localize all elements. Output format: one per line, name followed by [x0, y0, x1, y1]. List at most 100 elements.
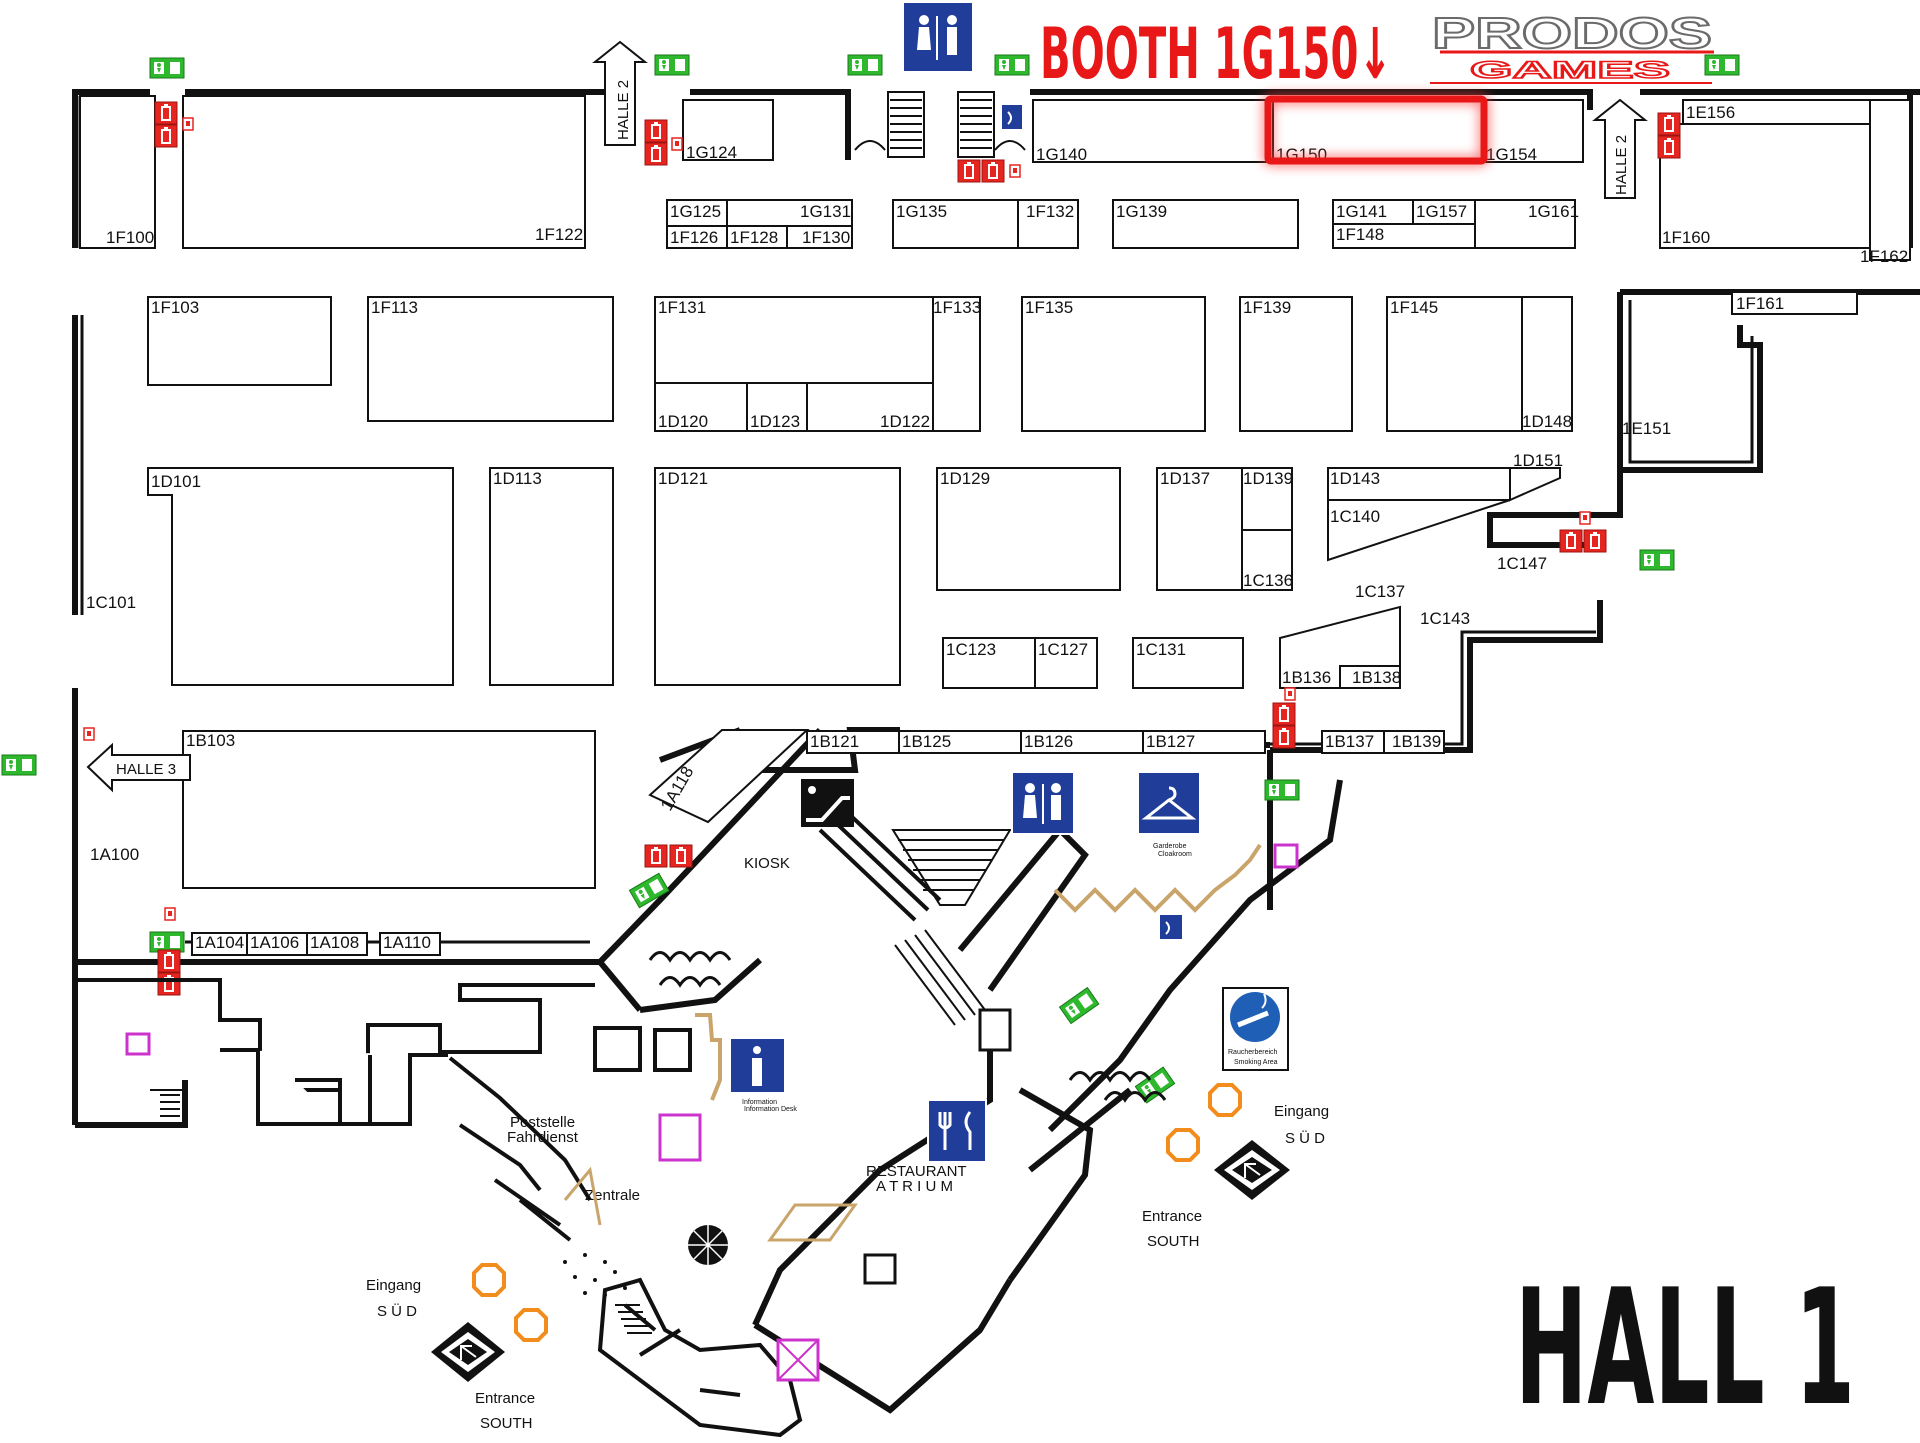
stairs-diagonal — [891, 829, 1012, 906]
booth-1D120[interactable]: 1D120 — [654, 382, 748, 432]
booth-1D137[interactable]: 1D137 — [1156, 467, 1243, 591]
booth-1A106[interactable]: 1A106 — [246, 932, 308, 956]
booth-1F128[interactable]: 1F128 — [726, 225, 788, 249]
booth-1A104[interactable]: 1A104 — [191, 932, 248, 956]
booth-1D139[interactable]: 1D139 — [1241, 467, 1293, 531]
booth-1C127[interactable]: 1C127 — [1034, 637, 1098, 689]
svg-text:Garderobe: Garderobe — [1153, 843, 1187, 850]
booth-1C136[interactable]: 1C136 — [1241, 529, 1293, 591]
exit-sign-icon — [1, 754, 37, 776]
svg-text:1D143: 1D143 — [1330, 469, 1380, 488]
booth-1C137[interactable]: 1C137 — [1355, 582, 1405, 601]
svg-text:1B139: 1B139 — [1392, 732, 1441, 751]
booth-1F130[interactable]: 1F130 — [786, 225, 853, 249]
booth-1D113[interactable]: 1D113 — [489, 467, 614, 686]
booth-1B103[interactable]: 1B103 — [182, 730, 596, 889]
booth-1D121[interactable]: 1D121 — [654, 467, 901, 686]
queue-line — [1053, 843, 1262, 913]
booth-1D101[interactable]: 1D101 — [147, 467, 454, 686]
svg-text:1F103: 1F103 — [151, 298, 199, 317]
booth-1G135[interactable]: 1G135 — [892, 199, 1019, 249]
booth-1E151[interactable]: 1E151 — [1622, 300, 1680, 438]
svg-text:1C143: 1C143 — [1420, 609, 1470, 628]
booth-1C143[interactable]: 1C143 — [1420, 609, 1470, 628]
booth-1A100[interactable]: 1A100 — [90, 845, 139, 864]
svg-text:1G124: 1G124 — [686, 143, 737, 162]
eingang-left: Eingang — [366, 1277, 421, 1294]
booth-1G150[interactable]: 1G150 — [1272, 99, 1484, 164]
booth-1B127[interactable]: 1B127 — [1142, 730, 1266, 754]
booth-1B139[interactable]: 1B139 — [1383, 730, 1445, 754]
booth-1C123[interactable]: 1C123 — [942, 637, 1036, 689]
booth-1B125[interactable]: 1B125 — [898, 730, 1022, 754]
booth-1F132[interactable]: 1F132 — [1017, 199, 1079, 249]
svg-text:1C137: 1C137 — [1355, 582, 1405, 601]
booth-1B126[interactable]: 1B126 — [1020, 730, 1144, 754]
svg-text:1A104: 1A104 — [195, 933, 244, 952]
fire-extinguisher-icon — [1559, 529, 1583, 553]
booth-1F139[interactable]: 1F139 — [1239, 296, 1353, 432]
booth-1G124[interactable]: 1G124 — [682, 99, 774, 162]
booth-1F161[interactable]: 1F161 — [1731, 291, 1858, 315]
booth-1F131[interactable]: 1F131 — [654, 296, 934, 384]
booth-1C147[interactable]: 1C147 — [1445, 545, 1600, 600]
booth-1D143[interactable]: 1D143 — [1327, 467, 1527, 501]
booth-1G139[interactable]: 1G139 — [1112, 199, 1299, 249]
entrance-doors-left — [563, 1253, 627, 1297]
lower-building — [597, 1253, 897, 1438]
booth-1A110[interactable]: 1A110 — [379, 932, 441, 956]
booth-1F148[interactable]: 1F148 — [1332, 223, 1476, 249]
svg-text:1G157: 1G157 — [1416, 202, 1467, 221]
halle-3-arrow[interactable]: HALLE 3 — [86, 742, 191, 793]
south-right: SOUTH — [1147, 1233, 1200, 1250]
phone-icon-top — [1002, 105, 1022, 129]
svg-text:1D137: 1D137 — [1160, 469, 1210, 488]
south-left: SOUTH — [480, 1415, 533, 1432]
booth-1F103[interactable]: 1F103 — [147, 296, 332, 386]
booth-1G131[interactable]: 1G131 — [726, 199, 853, 227]
booth-1D122[interactable]: 1D122 — [806, 382, 934, 432]
booth-1G141[interactable]: 1G141 — [1332, 199, 1414, 225]
restaurant-counter — [767, 1203, 858, 1242]
fire-extinguisher-icon — [644, 119, 668, 143]
entrance-marker-icon — [1166, 1128, 1200, 1162]
booth-1G125[interactable]: 1G125 — [666, 199, 728, 227]
halle-2-left-arrow[interactable]: HALLE 2 — [592, 40, 648, 146]
booth-1C140[interactable]: 1C140 — [1327, 499, 1511, 562]
fire-extinguisher-icon — [1583, 529, 1607, 553]
booth-1A108[interactable]: 1A108 — [306, 932, 368, 956]
booth-1F100[interactable]: 1F100 — [79, 95, 156, 249]
booth-1G157[interactable]: 1G157 — [1412, 199, 1476, 225]
svg-text:1F145: 1F145 — [1390, 298, 1438, 317]
booth-1F135[interactable]: 1F135 — [1021, 296, 1206, 432]
svg-text:Information: Information — [742, 1099, 777, 1106]
booth-1F160[interactable]: 1F160 — [1659, 123, 1911, 249]
booth-1D129[interactable]: 1D129 — [936, 467, 1121, 591]
booth-1F126[interactable]: 1F126 — [666, 225, 728, 249]
booth-1A118[interactable]: 1A118 — [648, 729, 810, 824]
booth-1C131[interactable]: 1C131 — [1132, 637, 1244, 689]
booth-1B138[interactable]: 1B138 — [1339, 665, 1401, 689]
booth-1D148[interactable]: 1D148 — [1521, 296, 1573, 432]
booth-1F133[interactable]: 1F133 — [932, 296, 981, 432]
booth-1G154[interactable]: 1G154 — [1482, 99, 1584, 164]
svg-text:HALLE 2: HALLE 2 — [1613, 135, 1630, 195]
booth-1B121[interactable]: 1B121 — [806, 730, 900, 754]
booth-1F113[interactable]: 1F113 — [367, 296, 614, 422]
svg-text:1B138: 1B138 — [1352, 668, 1401, 687]
booth-1F122[interactable]: 1F122 — [182, 95, 586, 249]
booth-1B137[interactable]: 1B137 — [1321, 730, 1385, 754]
booth-1D123[interactable]: 1D123 — [746, 382, 808, 432]
hall-title: HALL 1 — [1515, 1254, 1855, 1441]
svg-text:1A108: 1A108 — [310, 933, 359, 952]
svg-text:1F162: 1F162 — [1860, 247, 1908, 266]
svg-text:Smoking Area: Smoking Area — [1234, 1059, 1278, 1066]
halle-2-right-arrow[interactable]: HALLE 2 — [1592, 98, 1648, 199]
booth-1G140[interactable]: 1G140 — [1032, 99, 1274, 164]
booth-1F162[interactable]: 1F162 — [1860, 99, 1911, 266]
fire-extinguisher-icon — [1272, 702, 1296, 726]
booth-1C101[interactable]: 1C101 — [86, 593, 136, 612]
booth-1G161[interactable]: 1G161 — [1474, 199, 1579, 249]
booth-1D151[interactable]: 1D151 — [1509, 451, 1563, 502]
